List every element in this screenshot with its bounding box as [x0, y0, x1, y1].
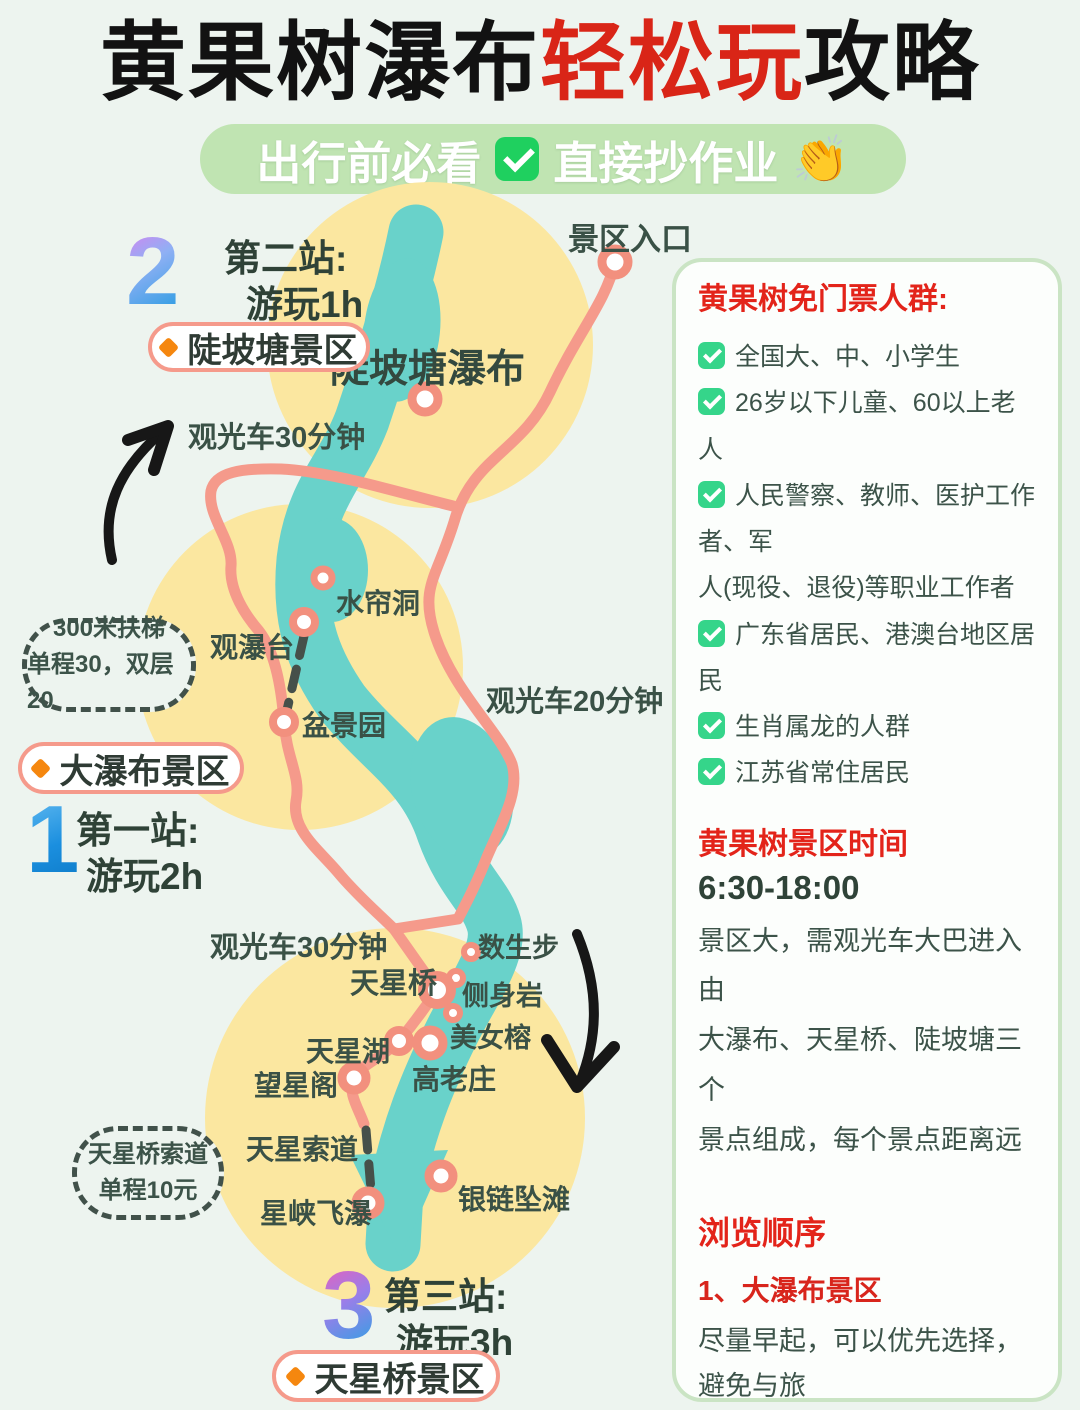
diamond-icon — [157, 336, 179, 358]
poi-label-xingxiafeipu: 星峡飞瀑 — [260, 1198, 373, 1229]
free-ticket-item: 26岁以下儿童、60以上老人 — [698, 380, 1038, 473]
station-3-number: 3 — [322, 1252, 376, 1359]
poi-label-shushengbu: 数生步 — [478, 933, 559, 963]
free-ticket-item-text: 26岁以下儿童、60以上老人 — [698, 389, 1016, 464]
note-cableway-line2: 单程10元 — [98, 1177, 198, 1204]
free-ticket-item-text: 江苏省常住居民 — [735, 759, 911, 788]
poi-label-gaolaozhuang: 高老庄 — [412, 1064, 497, 1095]
checkbox-icon — [698, 712, 725, 739]
escalator-dashed-link — [282, 631, 309, 715]
node-xingxiafeipu — [351, 1186, 385, 1220]
station-2-line1: 第二站: — [224, 238, 348, 279]
free-ticket-item: 江苏省常住居民 — [698, 750, 1038, 796]
node-meinvrong — [443, 1003, 463, 1023]
banner-right-text: 直接抄作业 — [553, 137, 779, 189]
transit-label-bus30-top: 观光车30分钟 — [188, 422, 366, 454]
node-tianxingqiao — [418, 971, 456, 1009]
direction-arrow-down-icon — [541, 929, 620, 1093]
poi-label-yinlianzhuitan: 银链坠滩 — [458, 1184, 571, 1215]
node-tianxinghu — [384, 1026, 414, 1056]
hours-description: 景区大，需观光车大巴进入由 大瀑布、天星桥、陡坡塘三个 景点组成，每个景点距离远 — [698, 925, 1022, 1156]
cableway-dashed-link — [361, 1125, 376, 1195]
station-3-pill-label: 天星桥景区 — [314, 1360, 485, 1399]
poi-label-meinvrong: 美女榕 — [450, 1023, 531, 1053]
page-title: 黄果树瀑布轻松玩攻略 — [0, 18, 1080, 108]
order-item-1-label: 1、大瀑布景区 — [698, 1274, 882, 1306]
title-part-black1: 黄果树瀑布 — [100, 15, 540, 111]
poi-label-tianxinghu: 天星湖 — [306, 1036, 391, 1067]
diamond-icon — [284, 1365, 306, 1387]
poi-label-ceshenyan: 侧身岩 — [462, 981, 543, 1011]
poi-label-tianxingsuodao: 天星索道 — [246, 1134, 359, 1165]
free-ticket-item: 全国大、中、小学生 — [698, 334, 1038, 380]
free-ticket-item-text: 全国大、中、小学生 — [735, 343, 961, 371]
note-escalator-line2: 单程30，双层20 — [27, 651, 174, 714]
station-2-number: 2 — [126, 218, 180, 325]
node-shuiliandong — [310, 565, 336, 591]
checkbox-icon — [698, 480, 725, 508]
node-doupotang-falls — [407, 381, 443, 417]
free-ticket-item-text: 生肖属龙的人群 — [735, 713, 911, 741]
river-shape — [275, 204, 523, 1272]
map-stop-nodes — [269, 244, 633, 1220]
node-gaolaozhuang — [412, 1025, 448, 1061]
note-escalator: 300米扶梯 单程30，双层20 — [22, 615, 196, 714]
note-cableway-line1: 天星桥索道 — [88, 1141, 208, 1168]
note-escalator-line1: 300米扶梯 — [52, 615, 166, 642]
title-part-red: 轻松玩 — [540, 15, 804, 111]
checkbox-icon — [698, 342, 725, 369]
node-penjingyuan — [269, 707, 299, 737]
free-ticket-item: 人民警察、教师、医护工作者、军 人(现役、退役)等职业工作者 — [698, 473, 1038, 612]
station-2-line2: 游玩1h — [246, 284, 364, 325]
station-3-pill: 天星桥景区 — [272, 1350, 500, 1402]
station-1-number: 1 — [26, 786, 80, 893]
free-ticket-item: 广东省居民、港澳台地区居民 — [698, 612, 1038, 705]
banner-left-text: 出行前必看 — [256, 137, 482, 189]
free-ticket-title: 黄果树免门票人群: — [698, 283, 948, 316]
poi-label-penjingyuan: 盆景园 — [302, 710, 387, 741]
station-1-pill: 大瀑布景区 — [18, 742, 244, 794]
transit-label-bus30-bottom: 观光车30分钟 — [210, 932, 388, 964]
node-wangxingge — [337, 1061, 371, 1095]
direction-arrow-up-icon — [103, 420, 174, 565]
station-2-pill-label: 陡坡塘景区 — [187, 331, 358, 370]
entrance-label: 景区入口 — [568, 222, 692, 257]
free-ticket-item-text: 人民警察、教师、医护工作者、军 人(现役、退役)等职业工作者 — [698, 481, 1036, 603]
node-entrance — [597, 244, 633, 280]
hours-title: 黄果树景区时间 — [698, 827, 908, 861]
check-icon — [495, 137, 540, 181]
clapping-hands-icon: 👏 — [792, 133, 850, 185]
hours-value: 6:30-18:00 — [698, 868, 860, 906]
free-ticket-item: 生肖属龙的人群 — [698, 704, 1038, 750]
station-1-pill-label: 大瀑布景区 — [59, 752, 230, 791]
checkbox-icon — [698, 388, 725, 416]
checkbox-icon — [698, 619, 725, 647]
order-title: 浏览顺序 — [698, 1215, 827, 1252]
poi-label-guanputai: 观瀑台 — [210, 632, 295, 663]
poi-label-shuiliandong: 水帘洞 — [336, 588, 421, 619]
station-1-line1: 第一站: — [76, 810, 200, 851]
order-item-1-desc: 尽量早起，可以优先选择，避免与旅 行团时间撞上，人挤人 — [698, 1325, 1022, 1402]
checkbox-icon — [698, 758, 725, 786]
poi-label-wangxingge: 望星阁 — [254, 1070, 339, 1101]
node-yinlianzhuitan — [424, 1159, 458, 1193]
station-3-line1: 第三站: — [384, 1276, 508, 1317]
subtitle-banner: 出行前必看 直接抄作业 👏 — [200, 124, 906, 194]
node-shushengbu — [461, 942, 481, 962]
title-part-black2: 攻略 — [804, 15, 980, 111]
poi-label-tianxingqiao: 天星桥 — [350, 968, 438, 1000]
transit-label-bus20: 观光车20分钟 — [486, 686, 664, 718]
note-cableway: 天星桥索道 单程10元 — [72, 1126, 224, 1220]
station-1-line2: 游玩2h — [86, 856, 204, 897]
node-guanputai — [289, 607, 319, 637]
station-2-pill: 陡坡塘景区 — [148, 322, 370, 372]
free-ticket-item-text: 广东省居民、港澳台地区居民 — [698, 620, 1036, 695]
diamond-icon — [29, 757, 51, 779]
info-panel: 黄果树免门票人群: 全国大、中、小学生 26岁以下儿童、60以上老人 人民警察、… — [672, 258, 1062, 1402]
